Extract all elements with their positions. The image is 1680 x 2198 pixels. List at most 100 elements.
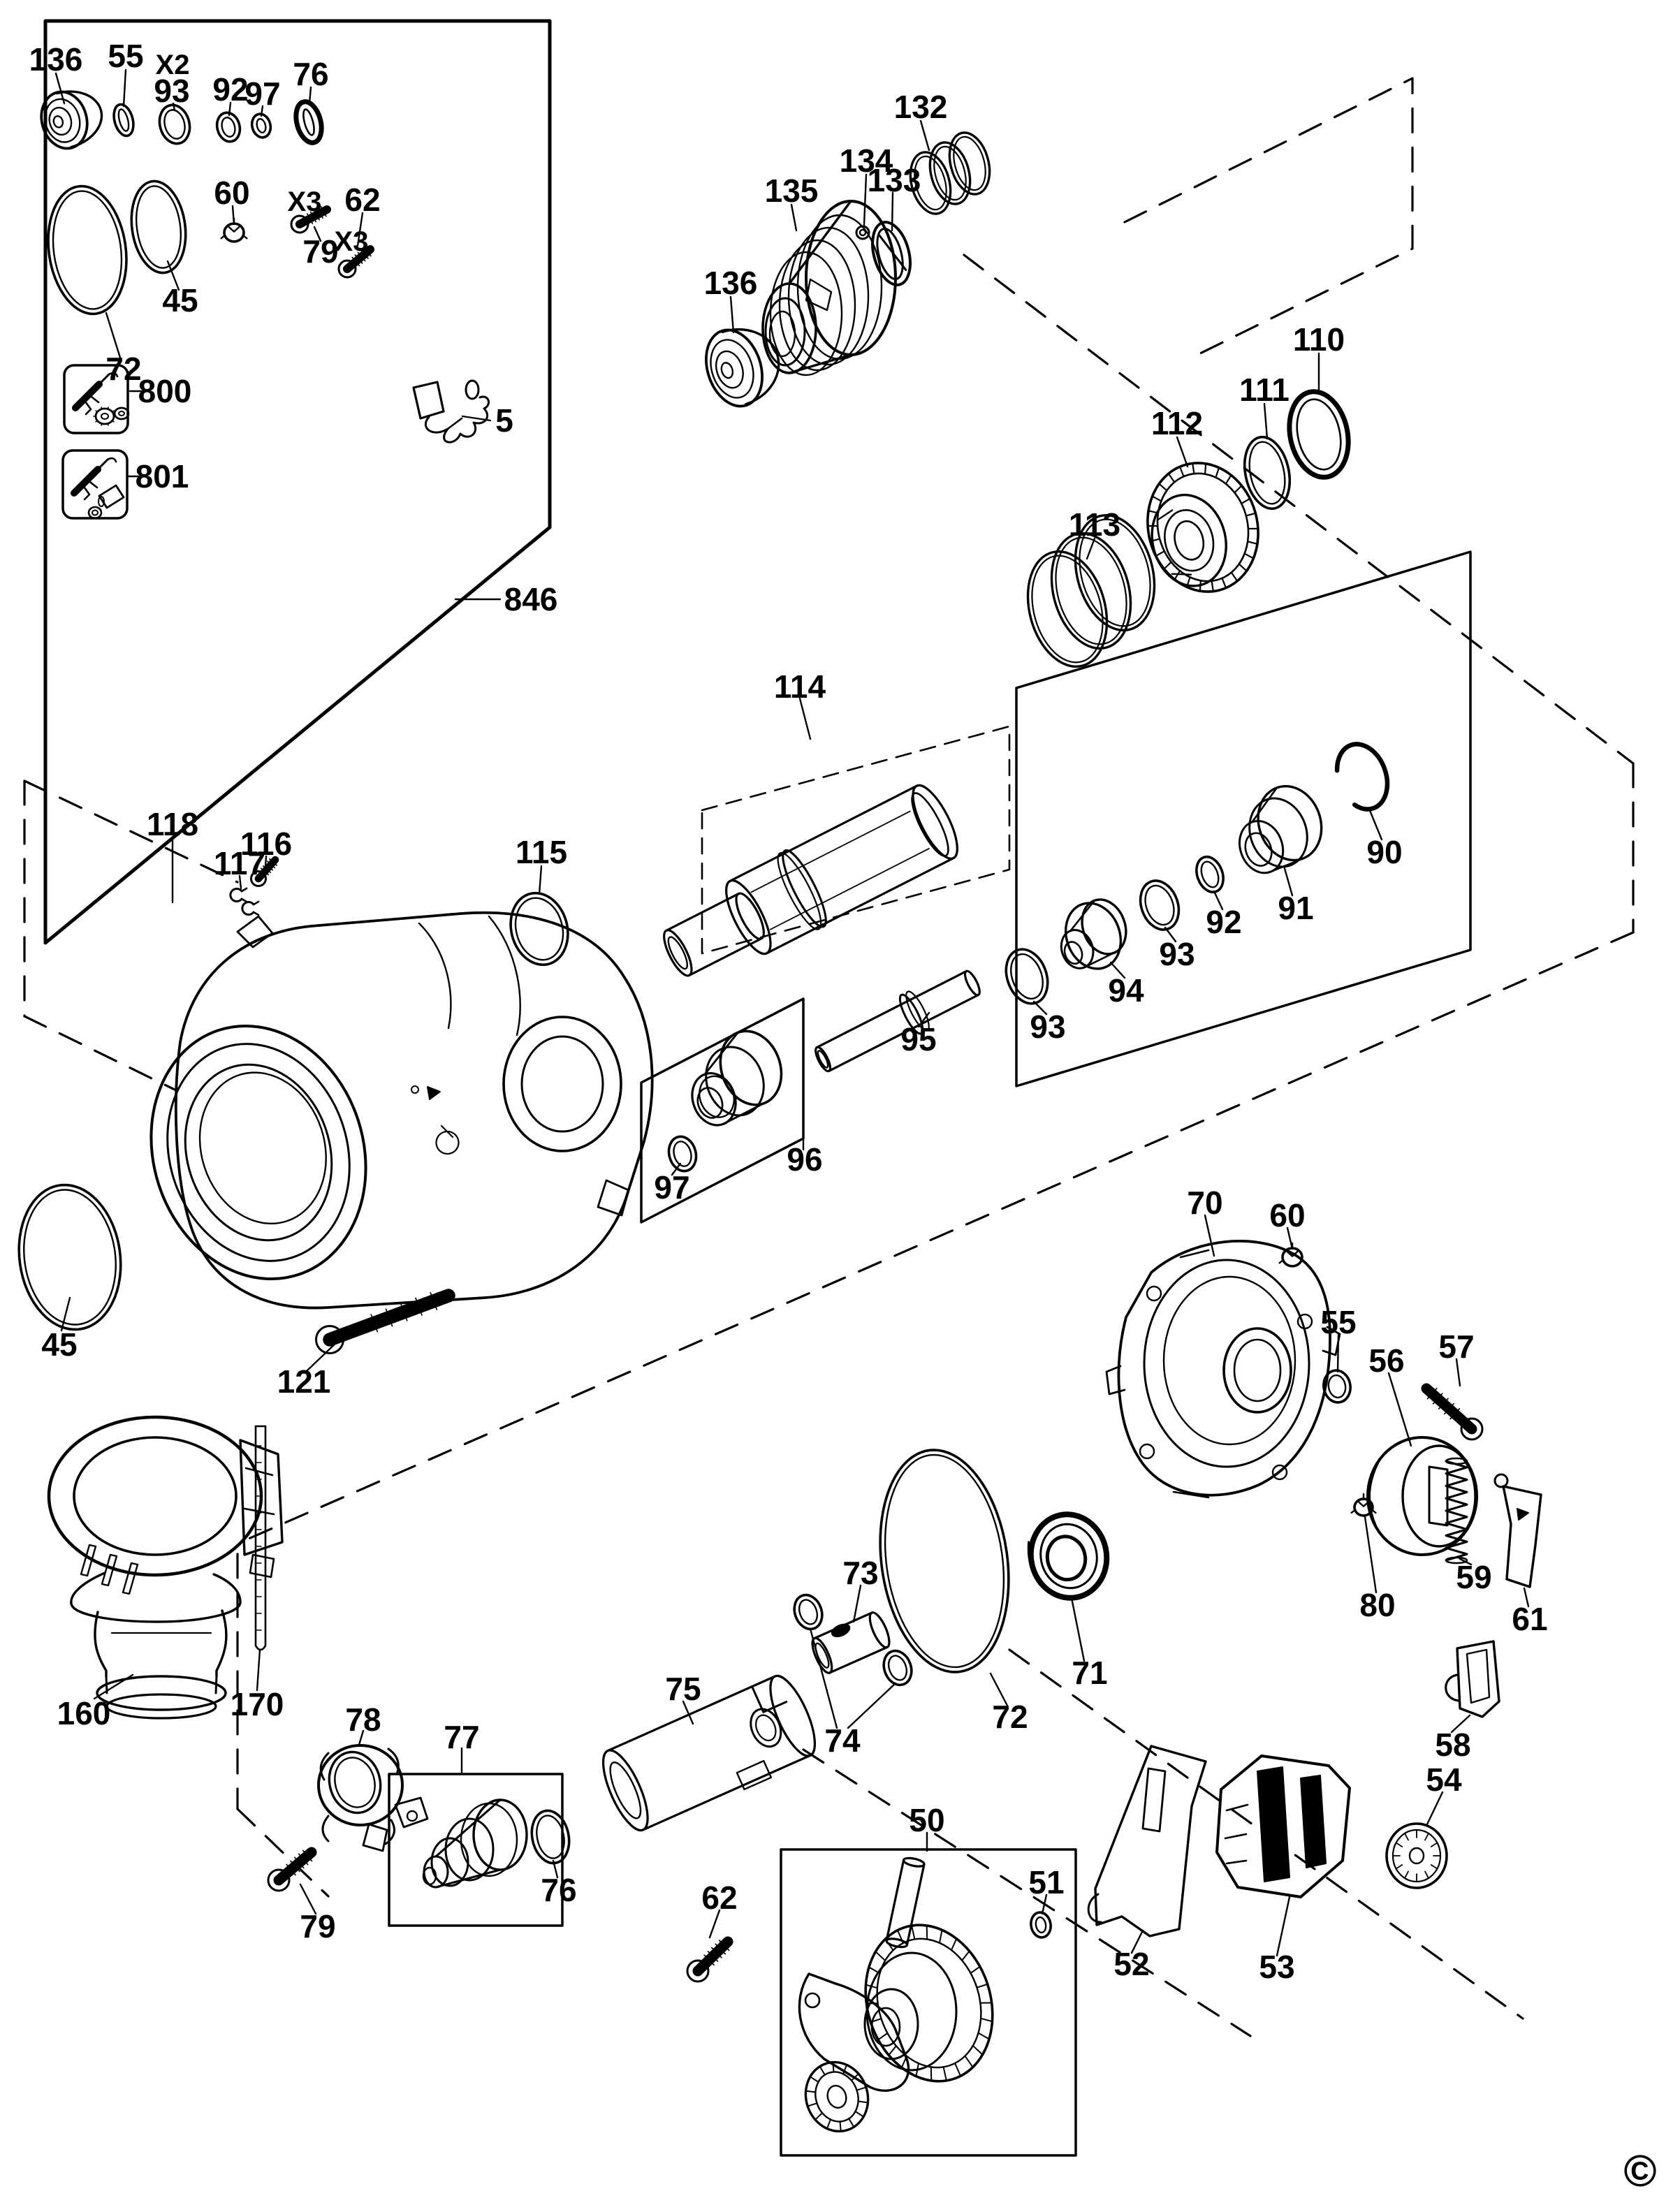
part-label-78: 78: [345, 1701, 381, 1738]
part-oring-92-kit: [215, 111, 242, 143]
leader-line-58: [1459, 1558, 1473, 1566]
part-roller-73: [811, 1611, 891, 1674]
part-label-97-b: 97: [654, 1169, 689, 1206]
part-circlip-90: [1334, 742, 1390, 812]
part-lever-61: [1493, 1473, 1542, 1588]
part-label-111: 111: [1239, 372, 1290, 408]
leader-line-24: [798, 697, 812, 740]
part-screw-62-gear: [686, 1936, 733, 1983]
leader-line-39: [306, 1338, 341, 1372]
part-label-52: 52: [1113, 1946, 1149, 1982]
part-clip-80: [1350, 1493, 1377, 1517]
panel-kit-801-box: [61, 449, 129, 520]
part-label-96: 96: [787, 1141, 822, 1178]
part-label-801: 801: [136, 458, 189, 494]
part-washer-134: [855, 225, 870, 240]
leader-line-5: [308, 86, 312, 105]
part-oring-93-lower: [1005, 948, 1049, 1005]
part-seal-110: [1287, 389, 1351, 480]
leader-line-41: [256, 1648, 261, 1692]
leader-line-66: [1425, 1791, 1444, 1827]
part-lockring-133: [871, 221, 912, 286]
part-label-51: 51: [1028, 1864, 1064, 1900]
part-label-112: 112: [1151, 405, 1203, 441]
part-striker-95: [815, 969, 981, 1073]
tube-body: [601, 1674, 817, 1832]
part-rings-132-2: [928, 141, 972, 205]
part-ring-74-right: [882, 1649, 913, 1687]
leader-lines: [54, 68, 1530, 1957]
part-label-91: 91: [1278, 890, 1313, 926]
leader-line-37: [1368, 807, 1383, 841]
part-rings-132-1: [909, 151, 952, 215]
part-label-56: 56: [1368, 1342, 1404, 1379]
part-oring-45-front: [17, 1183, 122, 1331]
dashed-piston-114-box: [701, 725, 1011, 955]
part-oring-93-kit: [158, 103, 191, 145]
panel-kit-800-box: [63, 364, 129, 434]
leader-line-50: [989, 1672, 1009, 1707]
part-oring-111: [1243, 435, 1291, 511]
leader-line-28: [538, 865, 543, 895]
part-oring-115: [509, 891, 569, 967]
leader-line-65: [1276, 1896, 1291, 1957]
leader-line-21: [1263, 402, 1269, 440]
part-piece-77: [422, 1798, 528, 1889]
part-label-95: 95: [900, 1021, 936, 1057]
leader-line-2: [172, 102, 176, 112]
dashed-upper-corner: [1123, 77, 1414, 361]
part-label-90: 90: [1366, 834, 1402, 870]
leader-line-33: [1109, 961, 1126, 979]
part-oring-51: [1030, 1911, 1052, 1939]
part-label-x3-62: X3: [335, 226, 369, 257]
leader-line-31: [917, 1011, 930, 1028]
part-label-copyright: ©: [1623, 2146, 1656, 2196]
part-label-117: 117: [214, 845, 265, 881]
part-label-113: 113: [1069, 506, 1120, 543]
leader-line-6: [231, 205, 235, 226]
leader-line-4: [260, 105, 264, 117]
leader-line-55: [1387, 1372, 1412, 1447]
part-label-53: 53: [1259, 1949, 1294, 1985]
part-rings-113-1: [1026, 550, 1109, 668]
leader-line-47: [852, 1584, 862, 1623]
part-ring-74-left: [793, 1593, 824, 1631]
pinion: [804, 2060, 870, 2133]
part-label-170: 170: [231, 1686, 284, 1722]
leader-line-63: [1041, 1893, 1048, 1915]
part-label-133: 133: [868, 162, 921, 198]
part-grease-gun-801: [71, 457, 125, 520]
panel-crank-50-box: [780, 1848, 1077, 2157]
part-latch-58: [1445, 1640, 1500, 1718]
part-rod-170: [254, 1425, 267, 1651]
part-label-57: 57: [1438, 1328, 1474, 1365]
part-label-93-c: 93: [1159, 936, 1195, 972]
part-label-76-a: 76: [293, 56, 328, 92]
part-label-60-b: 60: [1269, 1197, 1305, 1233]
part-label-132: 132: [894, 89, 948, 125]
leader-line-35: [1213, 890, 1224, 911]
leader-line-36: [1283, 865, 1294, 897]
leader-line-0: [54, 72, 66, 105]
part-label-74: 74: [824, 1722, 861, 1759]
panels: [23, 19, 1635, 2157]
part-label-x3-79: X3: [288, 186, 322, 217]
part-label-76-b: 76: [541, 1872, 576, 1908]
leader-line-22: [1176, 436, 1189, 468]
clamp-bore: [328, 1750, 382, 1815]
part-oring-72-kit: [47, 184, 128, 316]
part-label-75: 75: [665, 1671, 701, 1707]
part-label-58: 58: [1435, 1727, 1470, 1763]
part-label-93-b: 93: [1030, 1009, 1065, 1045]
part-label-110: 110: [1293, 321, 1345, 358]
part-label-121: 121: [277, 1363, 331, 1400]
leader-line-46: [682, 1700, 694, 1725]
part-label-72-a: 72: [105, 351, 141, 387]
leader-line-52: [1204, 1214, 1215, 1257]
leader-line-23: [1086, 537, 1096, 560]
part-label-115: 115: [516, 834, 567, 870]
part-label-118: 118: [147, 806, 198, 842]
part-piston-114: [663, 784, 958, 977]
